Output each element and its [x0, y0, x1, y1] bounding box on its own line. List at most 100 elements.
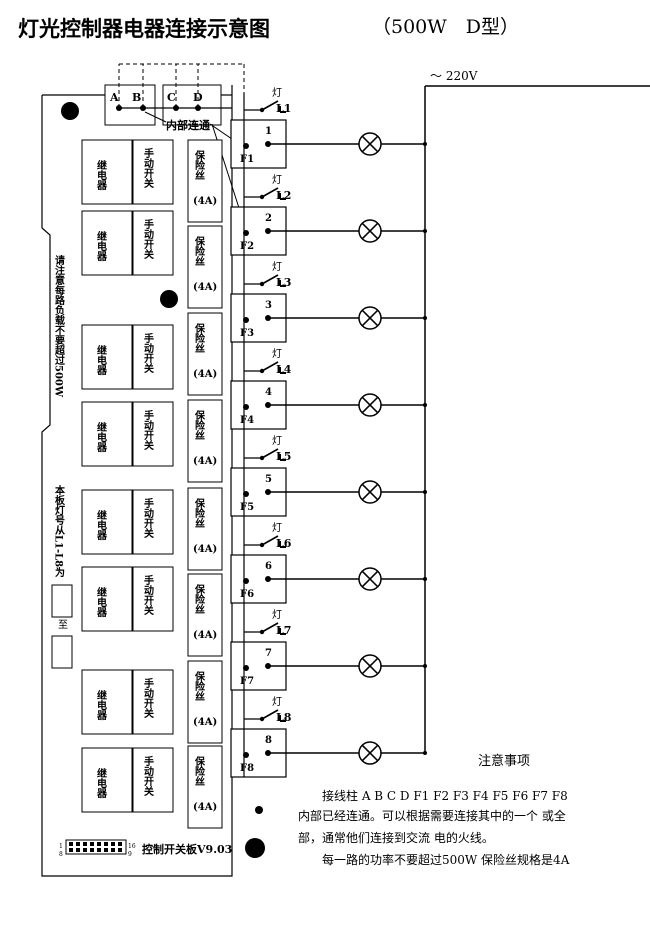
side-connector [51, 635, 73, 669]
switch-node [259, 107, 265, 113]
notes-heading: 注意事项 [478, 753, 530, 769]
terminal-a-label: A [109, 91, 119, 104]
lamp-label: 灯 [272, 87, 282, 99]
fuse-box [187, 660, 223, 744]
model-label: （500W D型） [372, 16, 519, 38]
manual-switch-box [132, 324, 174, 390]
switch-node [259, 281, 265, 287]
terminal-c-label: C [167, 91, 176, 104]
notes-line-2: 内部已经连通。可以根据需要连接其中的一个 或全 [298, 808, 566, 823]
pin-label-tr: 16 [128, 843, 136, 850]
manual-switch-box [132, 139, 174, 205]
lamp-tag: L6 [276, 537, 292, 550]
manual-switch-label: 手动开关 [142, 677, 154, 719]
switch-node [259, 455, 265, 461]
fuse-rating: (4A) [193, 282, 217, 293]
fuse-label: F4 [240, 415, 254, 426]
relay-box [81, 566, 133, 632]
diagram-title: 灯光控制器电器连接示意图 [18, 16, 270, 41]
manual-switch-label: 手动开关 [142, 497, 154, 539]
notes-line-1: 接线柱 A B C D F1 F2 F3 F4 F5 F6 F7 F8 [322, 788, 568, 803]
control-board-outline [41, 85, 233, 877]
fuse-terminal [243, 752, 249, 758]
pin-label-br: 9 [128, 851, 132, 858]
header-pin [69, 848, 73, 852]
fuse-text: 保险丝 [193, 497, 206, 528]
relay-label: 继电器 [95, 509, 108, 541]
fuse-box [187, 139, 223, 223]
switch-contact [261, 187, 279, 198]
lamp-tag: L1 [276, 102, 291, 115]
manual-switch-box [132, 401, 174, 467]
switch-contact [261, 361, 279, 372]
header-pin [76, 848, 80, 852]
fuse-text: 保险丝 [193, 670, 206, 701]
channel-number: 6 [265, 561, 272, 572]
fuse-rating: (4A) [193, 802, 217, 813]
fuse-rating: (4A) [193, 630, 217, 641]
pcb-label: 控制开关板V9.03 [142, 842, 232, 856]
terminal-b-label: B [132, 91, 141, 104]
manual-switch-box [132, 566, 174, 632]
relay-label: 继电器 [95, 586, 108, 618]
fuse-terminal [243, 491, 249, 497]
internal-connection-label: 内部连通 [166, 118, 210, 132]
fuse-terminal [243, 665, 249, 671]
switch-contact [261, 535, 279, 546]
terminal-block-ab [104, 84, 156, 126]
manual-switch-label: 手动开关 [142, 218, 154, 260]
relay-box [81, 324, 133, 390]
manual-switch-box [132, 210, 174, 276]
mount-hole [245, 838, 265, 858]
channel-number: 4 [265, 387, 272, 398]
board-side-note-1: 请注意每路负载不要超过500W [53, 254, 66, 398]
relay-box [81, 401, 133, 467]
mount-hole [160, 290, 178, 308]
mount-hole [255, 806, 263, 814]
header-pin [111, 848, 115, 852]
manual-switch-box [132, 747, 174, 813]
fuse-terminal [243, 578, 249, 584]
lamp-label: 灯 [272, 174, 282, 186]
relay-box [81, 139, 133, 205]
lamp-label: 灯 [272, 522, 282, 534]
side-connector [51, 584, 73, 618]
channel-number: 3 [265, 300, 272, 311]
lamp-tag: L2 [276, 189, 291, 202]
header-pin [104, 848, 108, 852]
header-pin [97, 842, 101, 846]
relay-label: 继电器 [95, 767, 108, 799]
channel-number: 7 [265, 648, 272, 659]
fuse-box [187, 487, 223, 571]
switch-node [259, 629, 265, 635]
relay-box [81, 747, 133, 813]
pcb-header [65, 839, 127, 855]
header-pin [104, 842, 108, 846]
switch-contact [261, 622, 279, 633]
lamp-label: 灯 [272, 696, 282, 708]
fuse-box [187, 312, 223, 396]
manual-switch-label: 手动开关 [142, 574, 154, 616]
header-pin [97, 848, 101, 852]
lamp-tag: L7 [276, 624, 291, 637]
fuse-box [187, 573, 223, 657]
fuse-text: 保险丝 [193, 755, 206, 786]
header-pin [83, 848, 87, 852]
channel-number: 8 [265, 735, 272, 746]
relay-label: 继电器 [95, 159, 108, 191]
switch-node [259, 194, 265, 200]
lamp-tag: L4 [276, 363, 292, 376]
fuse-terminal [243, 317, 249, 323]
header-pin [76, 842, 80, 846]
fuse-label: F3 [240, 328, 254, 339]
header-pin [90, 842, 94, 846]
switch-node [259, 368, 265, 374]
relay-label: 继电器 [95, 344, 108, 376]
fuse-label: F1 [240, 154, 254, 165]
svg-text:至: 至 [58, 619, 68, 631]
fuse-terminal [243, 230, 249, 236]
fuse-text: 保险丝 [193, 583, 206, 614]
pin-label-bl: 8 [59, 851, 63, 858]
switch-node [259, 542, 265, 548]
manual-switch-label: 手动开关 [142, 755, 154, 797]
